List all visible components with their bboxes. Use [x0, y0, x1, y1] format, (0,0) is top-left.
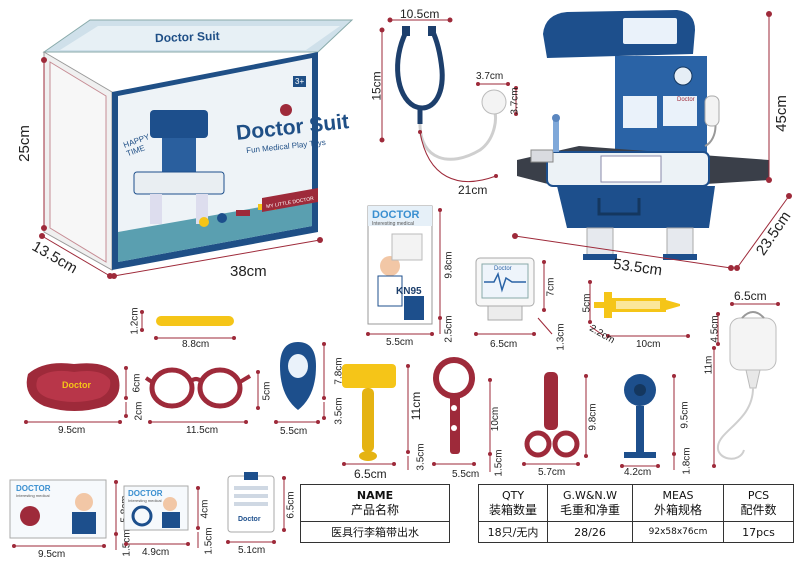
booklet-height-label: 9.8cm: [443, 251, 455, 279]
box-age: 3+: [293, 76, 307, 87]
card2-width-label: 4.9cm: [142, 547, 170, 558]
card1-width-label: 9.5cm: [38, 549, 66, 560]
stethoscope: 10.5cm 15cm 3.7cm 3.7cm 21cm: [370, 0, 530, 200]
box-width-label: 38cm: [230, 263, 267, 280]
syringe: 5cm 2.2cm 10cm: [580, 276, 710, 356]
doctor-card-large: DOCTOR Interesting medical 5.8cm 1.5cm 9…: [6, 474, 136, 564]
drip-bag: 6.5cm 4.5cm 11m: [700, 290, 800, 480]
card1-subtitle: Interesting medical: [16, 493, 50, 498]
reflex-hammer: 11cm 3.5cm 6.5cm: [332, 352, 432, 482]
glasses-width-label: 11.5cm: [186, 425, 219, 436]
toy-scissors: 9.8cm 5.7cm: [510, 360, 610, 480]
booklet-width-label: 5.5cm: [386, 337, 414, 348]
name-header-en: NAME: [356, 489, 394, 502]
otoscope-height-label: 10cm: [490, 406, 502, 432]
drip-tube-label: 11m: [703, 355, 715, 375]
name-table: NAME 产品名称 医具行李箱带出水: [300, 484, 450, 543]
drip-height-label: 4.5cm: [709, 315, 721, 343]
name-header: NAME 产品名称: [300, 484, 450, 522]
tray-label: Doctor: [62, 380, 91, 390]
scissors-width-label: 5.7cm: [538, 467, 566, 478]
case-mini-label: Doctor: [677, 97, 695, 103]
head-mirror-height-label: 9.5cm: [679, 401, 691, 429]
weight-value: 28/26: [547, 521, 633, 543]
kidney-tray: Doctor 6cm 2cm 9.5cm: [14, 352, 144, 442]
otoscope-width-label: 5.5cm: [452, 469, 480, 480]
meas-header: MEAS 外箱规格: [632, 484, 724, 522]
doctor-card-small: DOCTOR Interesting medical 4cm 1.5cm 4.9…: [118, 478, 218, 564]
spec-table: QTY 装箱数量 G.W&N.W 毛重和净重 MEAS 外箱规格 PCS 配件数…: [478, 484, 794, 543]
stethoscope-height-label: 15cm: [369, 71, 384, 101]
booklet-thick-label: 2.5cm: [443, 315, 455, 343]
badge-label: Doctor: [238, 516, 261, 523]
weight-header: G.W&N.W 毛重和净重: [547, 484, 633, 522]
case-height-label: 45cm: [772, 95, 790, 132]
box-illustration: [39, 19, 354, 279]
monitor-height-label: 7cm: [545, 277, 557, 297]
doctor-case: 53.5cm 23.5cm 45cm Doctor: [505, 0, 800, 300]
doctor-badge: Doctor 6.5cm 5.1cm: [214, 468, 304, 566]
card1-title: DOCTOR: [16, 484, 51, 493]
doctor-booklet: DOCTOR Interesting medical KN95 9.8cm 5.…: [360, 200, 470, 350]
heart-monitor: Doctor 7cm 6.5cm 1.3cm: [466, 248, 576, 358]
syringe-height-label: 5cm: [581, 293, 593, 313]
qty-value: 18只/无内: [478, 521, 548, 543]
qty-header: QTY 装箱数量: [478, 484, 548, 522]
depressor-width-label: 8.8cm: [182, 339, 210, 350]
booklet-subtitle: Interesting medical: [372, 221, 414, 227]
monitor-label: Doctor: [494, 266, 512, 272]
monitor-width-label: 6.5cm: [490, 339, 518, 350]
badge-height-label: 6.5cm: [285, 491, 297, 519]
box-brand-top: Doctor Suit: [154, 28, 220, 46]
name-header-cn: 产品名称: [350, 503, 399, 517]
booklet-kn95: KN95: [396, 286, 422, 297]
depressor-height-label: 1.2cm: [129, 307, 141, 335]
badge-width-label: 5.1cm: [238, 545, 266, 556]
mirror-width-label: 5.5cm: [280, 426, 308, 437]
tray-width-label: 9.5cm: [58, 425, 86, 436]
head-mirror-depth-label: 1.8cm: [681, 447, 693, 475]
pcs-header: PCS 配件数: [723, 484, 794, 522]
stethoscope-width-label: 10.5cm: [400, 7, 440, 21]
card2-title: DOCTOR: [128, 489, 163, 498]
syringe-length-label: 10cm: [636, 339, 661, 350]
meas-value: 92x58x76cm: [632, 521, 724, 543]
product-box: Doctor Suit Fun Medical Play Toys HAPPY …: [0, 0, 380, 290]
box-height-label: 25cm: [15, 125, 33, 162]
head-mirror: 9.5cm 1.8cm 4.2cm: [604, 368, 694, 480]
tongue-depressor: 1.2cm 8.8cm: [126, 306, 246, 352]
scissors-height-label: 9.8cm: [587, 403, 599, 431]
dental-mirror: 7.8cm 3.5cm 5.5cm: [266, 336, 346, 446]
tube-length-label: 21cm: [458, 183, 488, 197]
card2-height-label: 4cm: [199, 499, 211, 519]
name-value: 医具行李箱带出水: [300, 521, 450, 543]
otoscope: 10cm 1.5cm 5.5cm: [420, 352, 520, 482]
card2-subtitle: Interesting medical: [128, 498, 162, 503]
chestpiece-width-label: 3.7cm: [476, 71, 504, 82]
pcs-value: 17pcs: [723, 521, 794, 543]
head-mirror-width-label: 4.2cm: [624, 467, 652, 478]
drip-width-label: 6.5cm: [734, 289, 767, 303]
booklet-title: DOCTOR: [372, 209, 420, 221]
monitor-depth-label: 1.3cm: [555, 323, 567, 351]
toy-glasses: 5cm 11.5cm: [140, 352, 272, 442]
otoscope-depth-label: 1.5cm: [493, 449, 505, 477]
hammer-width-label: 6.5cm: [354, 467, 387, 481]
